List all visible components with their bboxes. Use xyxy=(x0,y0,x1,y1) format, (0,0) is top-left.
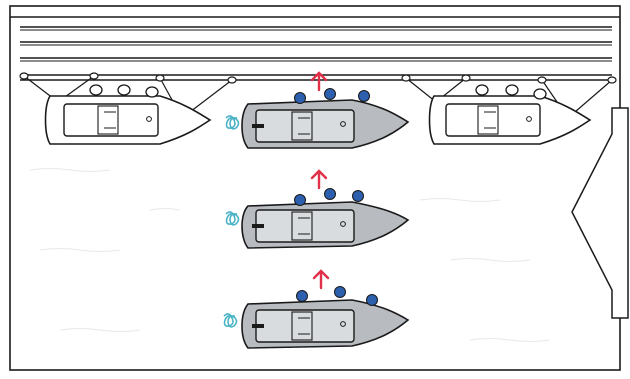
arrow-up-icon xyxy=(312,269,330,290)
maneuvering-boat-step-2 xyxy=(225,169,410,249)
arrow-up-icon xyxy=(310,169,328,190)
propwash-icon xyxy=(223,313,238,328)
dock xyxy=(10,16,620,81)
maneuvering-boat-step-1 xyxy=(225,71,410,149)
fender-icon xyxy=(475,84,547,100)
arrow-up-icon xyxy=(310,71,328,92)
cleat-icon xyxy=(401,74,617,84)
fender-icon xyxy=(294,88,370,104)
propwash-icon xyxy=(225,211,240,226)
maneuvering-boat-step-3 xyxy=(223,269,410,349)
finger-pier xyxy=(571,107,629,319)
fender-icon xyxy=(294,188,364,206)
propwash-icon xyxy=(225,115,240,130)
fender-icon xyxy=(296,286,378,306)
water-texture xyxy=(29,168,551,342)
fender-icon xyxy=(89,84,159,98)
cleat-icon xyxy=(19,72,237,84)
moored-boat-left xyxy=(19,72,237,145)
moored-boat-right xyxy=(401,74,617,145)
